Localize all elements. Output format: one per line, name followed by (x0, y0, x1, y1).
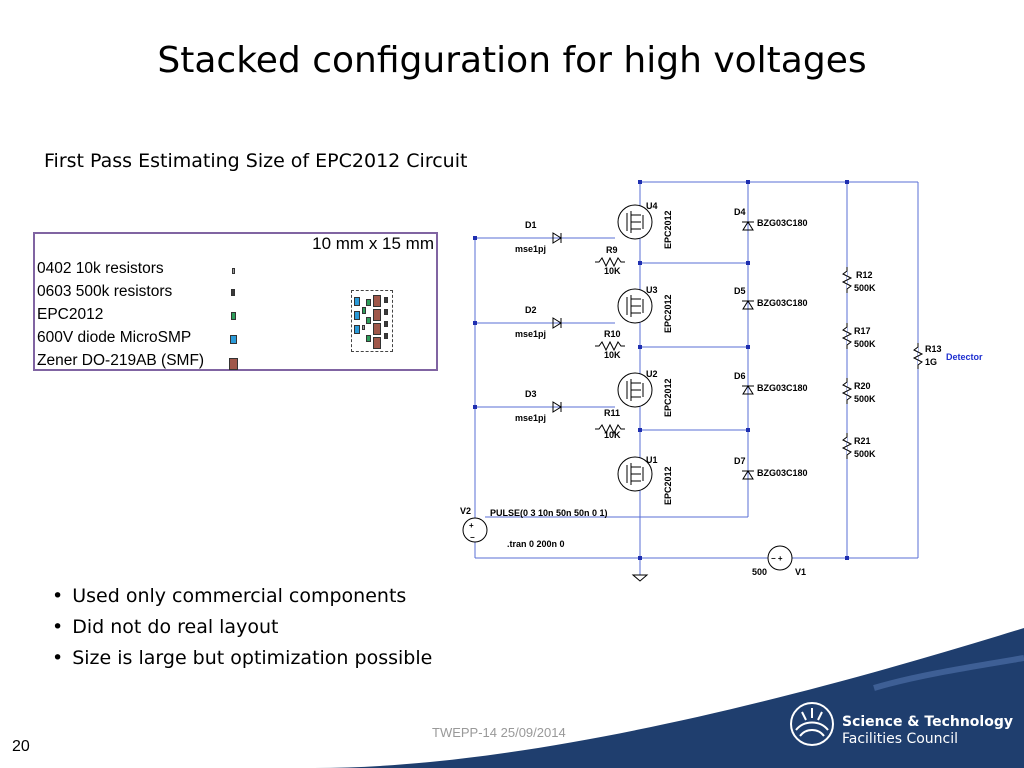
stfc-logo-icon (790, 702, 834, 746)
v2-pulse-spec: PULSE(0 3 10n 50n 50n 0 1) (490, 508, 608, 518)
u2-ref: U2 (646, 369, 658, 379)
r21-value: 500K (854, 449, 876, 459)
slide-subtitle: First Pass Estimating Size of EPC2012 Ci… (44, 150, 468, 172)
size-estimate-box: 10 mm x 15 mm 0402 10k resistors 0603 50… (33, 232, 438, 371)
d7-ref: D7 (734, 456, 746, 466)
brand-band (314, 628, 1024, 768)
r11-ref: R11 (604, 408, 620, 418)
svg-text:+: + (469, 521, 474, 530)
ground-symbol (631, 574, 649, 582)
d5-part: BZG03C180 (757, 298, 808, 308)
brand-line-1: Science & Technology (842, 714, 1013, 730)
u3-part: EPC2012 (663, 294, 673, 333)
v1-value: 500 (752, 567, 767, 577)
legend-label-epc2012: EPC2012 (37, 306, 104, 323)
r17-value: 500K (854, 339, 876, 349)
svg-text:−: − (470, 533, 475, 542)
brand-line-2: Facilities Council (842, 731, 959, 747)
bullet-item: Used only commercial components (52, 582, 432, 613)
r9-value: 10K (604, 266, 621, 276)
d1-ref: D1 (525, 220, 537, 230)
r10-ref: R10 (604, 329, 621, 339)
slide-title: Stacked configuration for high voltages (157, 40, 867, 81)
svg-text:− +: − + (771, 554, 783, 563)
brand-name: Science & Technology Facilities Council (842, 714, 1013, 748)
u1-part: EPC2012 (663, 466, 673, 505)
swatch-epc2012 (231, 312, 236, 320)
d2-part: mse1pj (515, 329, 546, 339)
d3-part: mse1pj (515, 413, 546, 423)
board-layout-preview (351, 290, 393, 352)
board-dimensions-label: 10 mm x 15 mm (312, 234, 434, 253)
v1-ref: V1 (795, 567, 806, 577)
swatch-diode (230, 335, 237, 344)
d3-ref: D3 (525, 389, 537, 399)
d4-part: BZG03C180 (757, 218, 808, 228)
page-number: 20 (12, 738, 30, 755)
r10-value: 10K (604, 350, 621, 360)
swatch-zener (229, 358, 238, 370)
v2-ref: V2 (460, 506, 471, 516)
bullet-item: Did not do real layout (52, 613, 432, 644)
legend-label-zener: Zener DO-219AB (SMF) (37, 352, 205, 369)
u3-ref: U3 (646, 285, 658, 295)
r20-value: 500K (854, 394, 876, 404)
d1-part: mse1pj (515, 244, 546, 254)
swatch-0402-resistor (232, 268, 235, 274)
r20-ref: R20 (854, 381, 871, 391)
d6-part: BZG03C180 (757, 383, 808, 393)
legend-label-0603-resistor: 0603 500k resistors (37, 283, 173, 300)
u4-ref: U4 (646, 201, 658, 211)
u2-part: EPC2012 (663, 378, 673, 417)
r13-ref: R13 (925, 344, 942, 354)
d7-part: BZG03C180 (757, 468, 808, 478)
stacked-circuit-schematic: U4 U3 U2 U1 EPC2012 EPC2012 EPC2012 EPC2… (460, 180, 983, 582)
r17-ref: R17 (854, 326, 871, 336)
r12-value: 500K (854, 283, 876, 293)
detector-net-label: Detector (946, 352, 983, 362)
d2-ref: D2 (525, 305, 537, 315)
legend-label-diode: 600V diode MicroSMP (37, 329, 192, 346)
footer-event-date: TWEPP-14 25/09/2014 (432, 725, 566, 740)
tran-directive: .tran 0 200n 0 (507, 539, 565, 549)
r11-value: 10K (604, 430, 621, 440)
r12-ref: R12 (856, 270, 873, 280)
bullet-item: Size is large but optimization possible (52, 644, 432, 675)
r9-ref: R9 (606, 245, 618, 255)
u4-part: EPC2012 (663, 210, 673, 249)
bullet-list: Used only commercial components Did not … (52, 582, 432, 675)
d6-ref: D6 (734, 371, 746, 381)
u1-ref: U1 (646, 455, 658, 465)
legend-label-0402-resistor: 0402 10k resistors (37, 260, 164, 277)
r13-value: 1G (925, 357, 937, 367)
r21-ref: R21 (854, 436, 871, 446)
swatch-0603-resistor (231, 289, 235, 296)
d5-ref: D5 (734, 286, 746, 296)
d4-ref: D4 (734, 207, 746, 217)
